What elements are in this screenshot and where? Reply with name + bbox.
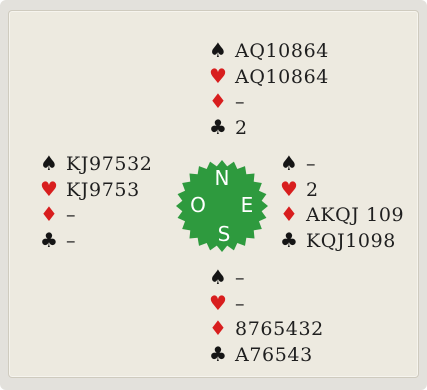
club-icon: ♣: [280, 227, 299, 252]
north-clubs-cards: 2: [235, 116, 248, 139]
west-spades-row: ♠ KJ97532: [40, 151, 152, 177]
heart-icon: ♥: [280, 176, 299, 201]
east-spades-cards: –: [306, 153, 317, 175]
compass-north-label: N: [214, 166, 230, 190]
south-hand: ♠– ♥– ♦ 8765432 ♣ A76543: [209, 265, 324, 367]
north-diamonds-row: ♦–: [209, 89, 329, 115]
south-hearts-cards: –: [235, 292, 246, 315]
compass-burst-icon: [176, 160, 268, 252]
spade-icon: ♠: [209, 265, 228, 289]
heart-icon: ♥: [40, 176, 59, 201]
diamond-icon: ♦: [209, 316, 228, 340]
north-hearts-cards: AQ10864: [235, 65, 329, 88]
east-diamonds-row: ♦ AKQJ 109: [280, 202, 404, 228]
compass-west-label: O: [190, 193, 206, 217]
south-spades-cards: –: [235, 267, 246, 289]
south-clubs-cards: A76543: [235, 343, 313, 366]
north-spades-cards: AQ10864: [235, 40, 329, 62]
north-hearts-row: ♥ AQ10864: [209, 64, 329, 90]
west-hearts-row: ♥ KJ9753: [40, 177, 152, 203]
west-hand: ♠ KJ97532 ♥ KJ9753 ♦– ♣–: [40, 151, 152, 253]
south-diamonds-cards: 8765432: [235, 318, 324, 340]
compass-south-label: S: [217, 222, 231, 246]
north-spades-row: ♠ AQ10864: [209, 38, 329, 64]
heart-icon: ♥: [209, 63, 228, 88]
club-icon: ♣: [40, 227, 59, 252]
compass-east-label: E: [240, 193, 254, 217]
spade-icon: ♠: [209, 38, 228, 62]
west-diamonds-row: ♦–: [40, 202, 152, 228]
club-icon: ♣: [209, 114, 228, 139]
north-clubs-row: ♣2: [209, 115, 329, 141]
east-hand: ♠– ♥2 ♦AKQJ 109 ♣KQJ1098: [280, 151, 404, 253]
east-hearts-row: ♥2: [280, 177, 404, 203]
south-spades-row: ♠–: [209, 265, 324, 291]
south-hearts-row: ♥–: [209, 291, 324, 317]
east-diamonds-cards: AKQJ 109: [306, 204, 405, 226]
bridge-deal-board: ♠AQ10864 ♥AQ10864 ♦– ♣2 ♠KJ97532 ♥KJ9753…: [8, 10, 419, 378]
south-diamonds-row: ♦ 8765432: [209, 316, 324, 342]
south-clubs-row: ♣ A76543: [209, 342, 324, 368]
east-clubs-row: ♣ KQJ1098: [280, 228, 404, 254]
diamond-icon: ♦: [40, 202, 59, 226]
compass-rose: N O E S: [175, 159, 269, 253]
spade-icon: ♠: [280, 151, 299, 175]
diamond-icon: ♦: [209, 89, 228, 113]
diamond-icon: ♦: [280, 202, 299, 226]
west-clubs-cards: –: [66, 229, 77, 252]
west-diamonds-cards: –: [66, 204, 77, 226]
spade-icon: ♠: [40, 151, 59, 175]
heart-icon: ♥: [209, 290, 228, 315]
east-spades-row: ♠–: [280, 151, 404, 177]
west-spades-cards: KJ97532: [66, 153, 153, 175]
west-clubs-row: ♣–: [40, 228, 152, 254]
east-clubs-cards: KQJ1098: [306, 229, 396, 252]
east-hearts-cards: 2: [306, 178, 319, 201]
club-icon: ♣: [209, 341, 228, 366]
north-hand: ♠AQ10864 ♥AQ10864 ♦– ♣2: [209, 38, 329, 140]
north-diamonds-cards: –: [235, 91, 246, 113]
west-hearts-cards: KJ9753: [66, 178, 140, 201]
